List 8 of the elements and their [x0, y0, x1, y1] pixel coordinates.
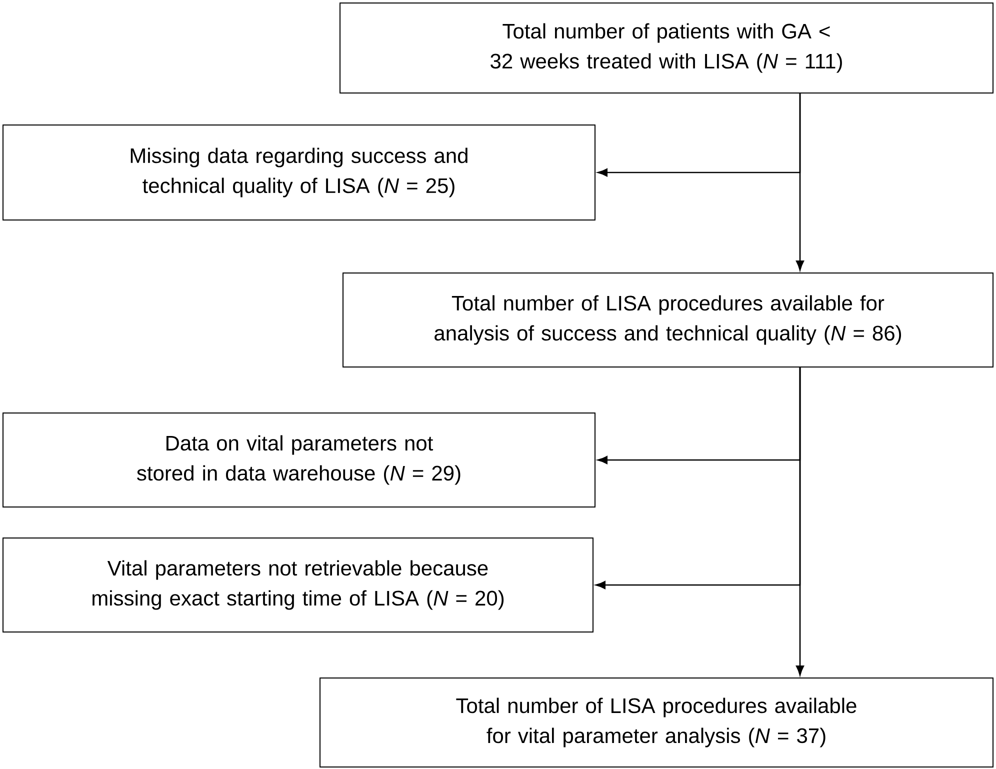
arrow [796, 368, 804, 676]
process-box: Total number of LISA procedures available for vital parameter analysis (N = 37) [320, 678, 994, 768]
process-box: Data on vital parameters not stored in data warehouse (N = 29) [2, 412, 596, 508]
process-box: Total number of patients with GA < 32 weeks treated with LISA (N = 111) [340, 2, 994, 94]
process-box: Total number of LISA procedures available for analysis of success and technical quality (N = 86) [342, 272, 994, 368]
process-box: Missing data regarding success and technical quality of LISA (N = 25) [2, 124, 596, 220]
process-box: Vital parameters not retrievable because missing exact starting time of LISA (N = 20) [2, 538, 594, 632]
arrow [796, 94, 804, 270]
